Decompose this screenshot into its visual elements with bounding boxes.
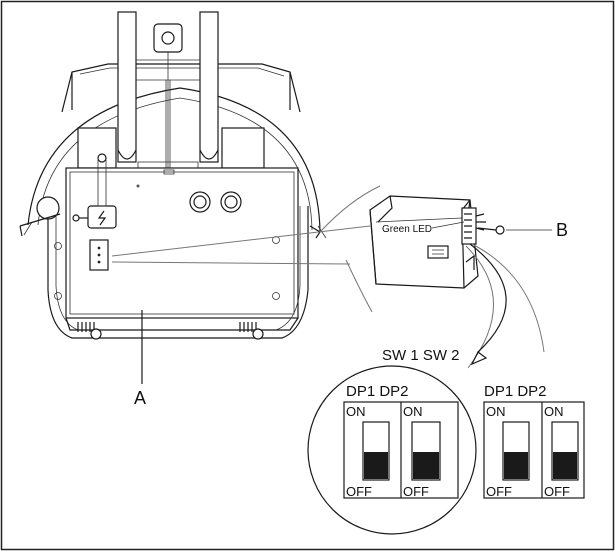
dip-on-label: ON bbox=[544, 404, 564, 419]
switch-panel-1: DP1 DP2 ON OFF ON OFF bbox=[343, 383, 459, 499]
antenna-terminal bbox=[495, 225, 505, 235]
release-knob bbox=[36, 196, 60, 220]
dip-off-label: OFF bbox=[403, 484, 429, 499]
connection-curve bbox=[469, 243, 507, 353]
arm-left bbox=[117, 11, 137, 163]
motor-block-left bbox=[77, 127, 117, 169]
lightning-icon bbox=[97, 210, 107, 226]
receiver-module bbox=[369, 195, 552, 369]
bolt bbox=[90, 328, 102, 340]
operator-unit bbox=[19, 11, 327, 340]
dip-switch-knob bbox=[413, 452, 439, 479]
sw-header-label: SW 1 SW 2 bbox=[382, 347, 460, 364]
dip-switch-knob bbox=[553, 452, 577, 479]
top-bolt bbox=[153, 23, 183, 53]
led-connector bbox=[461, 207, 486, 245]
switch-panel-2: DP1 DP2 ON OFF ON OFF bbox=[483, 383, 585, 499]
label-b: B bbox=[556, 220, 568, 240]
adjust-knob bbox=[189, 191, 211, 213]
dip-off-label: OFF bbox=[346, 484, 372, 499]
dip-off-label: OFF bbox=[486, 484, 512, 499]
dip-panel-header: DP1 DP2 bbox=[484, 383, 547, 400]
dip-on-label: ON bbox=[486, 404, 506, 419]
dip-on-label: ON bbox=[346, 404, 366, 419]
adjust-knob bbox=[220, 191, 242, 213]
dip-off-label: OFF bbox=[544, 484, 570, 499]
magnifier-circle bbox=[307, 365, 477, 535]
arm-right bbox=[199, 11, 219, 163]
bolt bbox=[252, 328, 264, 340]
dip-switch-knob bbox=[504, 452, 528, 479]
motor-block-right bbox=[221, 127, 265, 169]
receiver-terminal bbox=[427, 245, 449, 259]
power-module bbox=[87, 205, 117, 229]
dip-on-label: ON bbox=[403, 404, 423, 419]
label-a: A bbox=[134, 388, 146, 408]
zoom-line bbox=[111, 225, 371, 257]
bottom-vents bbox=[77, 322, 257, 332]
dip-switch-knob bbox=[364, 452, 388, 479]
zoom-line bbox=[111, 261, 351, 265]
dip-panel-header: DP1 DP2 bbox=[346, 383, 409, 400]
green-led-label: Green LED bbox=[382, 224, 432, 235]
